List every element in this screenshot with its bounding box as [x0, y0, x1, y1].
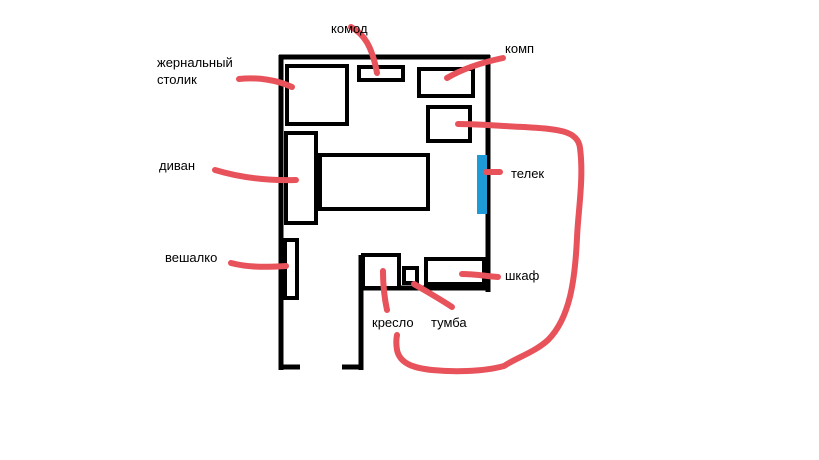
label-armchair: кресло [372, 315, 414, 330]
label-wardrobe: шкаф [505, 268, 540, 283]
pointer-sofa [212, 167, 299, 184]
nightstand-shape [402, 266, 419, 285]
label-chest: комод [331, 21, 368, 36]
label-tv: телек [511, 166, 544, 181]
label-nightstand: тумба [431, 315, 467, 330]
computer-shape [417, 67, 475, 98]
sofa-seat-shape [318, 153, 430, 211]
label-coffee-table: жернальный столик [157, 55, 236, 87]
label-coffee-table-line1: жернальный [157, 55, 233, 70]
label-coffee-table-line2: столик [157, 72, 197, 87]
wardrobe-shape [424, 257, 486, 286]
pointer-strokes [212, 24, 585, 375]
hanger-shape [283, 238, 299, 300]
pointer-armchair [380, 268, 390, 313]
label-hanger: вешалко [165, 250, 217, 265]
labels: комод жернальный столик комп диван телек… [157, 21, 544, 330]
pointer-hanger [228, 260, 289, 270]
pointer-wardrobe [459, 271, 501, 280]
pointer-chest [348, 24, 380, 76]
chest-shape [357, 65, 405, 82]
pointer-coffee-table [236, 75, 295, 90]
tv-shape [477, 155, 487, 214]
pointer-nightstand [411, 281, 455, 310]
coffee-table-shape [285, 64, 349, 126]
pointer-tv-to-armchair-sightline [393, 121, 585, 375]
furniture [283, 64, 487, 300]
label-sofa: диван [159, 158, 195, 173]
pointer-computer [444, 55, 506, 81]
label-computer: комп [505, 41, 534, 56]
